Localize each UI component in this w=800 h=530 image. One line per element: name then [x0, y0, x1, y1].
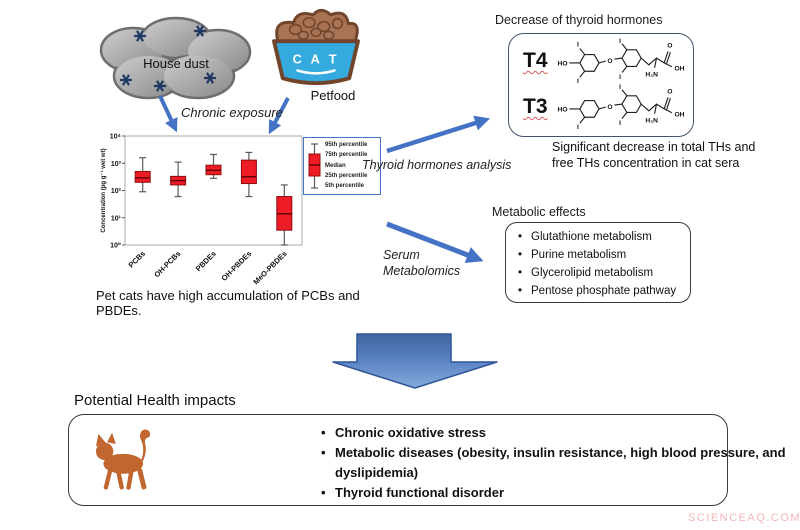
- house-dust-label: House dust: [143, 56, 209, 71]
- atom-label: O: [607, 58, 612, 65]
- atom-label: I: [577, 78, 579, 84]
- big-down-arrow: [332, 333, 498, 389]
- atom-label: I: [577, 124, 579, 130]
- legend-item: 5th percentile: [325, 183, 365, 189]
- thyroid-result-line: Significant decrease in total THs and: [552, 140, 756, 154]
- atom-label: O: [607, 104, 612, 111]
- y-tick-label: 10²: [111, 188, 122, 195]
- t3-row: T3 HO: [511, 84, 691, 130]
- t4-row: T4: [511, 38, 691, 84]
- box: [240, 159, 257, 185]
- cat-bowl-text: C A T: [293, 53, 340, 67]
- thyroid-box: T4: [508, 33, 694, 137]
- health-heading: Potential Health impacts: [74, 392, 236, 409]
- legend-boxplot-glyph: [308, 143, 321, 189]
- bowl-smile: [296, 69, 336, 75]
- serum-label-line: Serum: [383, 248, 420, 262]
- y-tick-label: 10⁰: [110, 242, 121, 250]
- health-item: Thyroid functional disorder: [319, 483, 800, 503]
- plot-area: [124, 135, 303, 246]
- health-box: Chronic oxidative stress Metabolic disea…: [68, 414, 786, 506]
- atom-label: H₂N: [645, 117, 658, 124]
- x-category-label: OH-PCBs: [152, 249, 182, 279]
- petfood-bowl: C A T: [272, 8, 360, 86]
- t4-label: T4: [523, 49, 548, 72]
- thyroid-result: Significant decrease in total THs and fr…: [552, 139, 792, 171]
- cat-icon: [95, 429, 151, 490]
- legend-item: 25th percentile: [325, 172, 368, 179]
- atom-label: I: [619, 84, 621, 91]
- chart-legend: 95th percentile 75th percentile Median 2…: [303, 137, 381, 195]
- thyroid-result-line: free THs concentration in cat sera: [552, 156, 740, 170]
- chronic-exposure-label: Chronic exposure: [181, 105, 283, 120]
- x-category-label: MeO-PBDEs: [251, 249, 288, 286]
- metabolic-heading: Metabolic effects: [492, 205, 586, 219]
- bowl-body: [272, 39, 360, 86]
- atom-label: I: [577, 42, 579, 49]
- t3-label: T3: [523, 95, 548, 118]
- metabolic-item: Glycerolipid metabolism: [516, 264, 684, 282]
- atom-label: I: [619, 120, 621, 127]
- house-dust-cloud: [99, 16, 252, 100]
- petfood-label: Petfood: [310, 88, 356, 103]
- t4-structure: HO I I O I I O OH H₂N: [557, 38, 684, 84]
- legend-item: Median: [325, 162, 346, 169]
- watermark: SCIENCEAQ.COM: [688, 512, 800, 524]
- atom-label: OH: [674, 66, 684, 73]
- legend-item: 95th percentile: [325, 142, 368, 148]
- t3-structure: HO I O I I O OH H₂N: [557, 84, 684, 130]
- metabolic-box: Glutathione metabolism Purine metabolism…: [505, 222, 691, 303]
- health-item: Chronic oxidative stress: [319, 423, 800, 443]
- atom-label: O: [667, 89, 672, 96]
- metabolic-item: Glutathione metabolism: [516, 228, 684, 246]
- chart-caption: Pet cats have high accumulation of PCBs …: [96, 288, 360, 318]
- metabolic-item: Purine metabolism: [516, 246, 684, 264]
- atom-label: I: [619, 74, 621, 81]
- y-axis-label: Concentration (pg g⁻¹ wet wt): [100, 148, 107, 232]
- x-category-label: PCBs: [127, 249, 148, 270]
- metabolic-item: Pentose phosphate pathway: [516, 282, 684, 300]
- y-tick-label: 10³: [111, 161, 122, 168]
- x-category-label: OH-PBDEs: [220, 249, 254, 283]
- serum-metabolomics-label: Serum Metabolomics: [383, 247, 460, 279]
- atom-label: HO: [557, 106, 567, 113]
- y-tick-label: 10¹: [111, 215, 122, 222]
- thyroid-analysis-label: Thyroid hormones analysis: [362, 158, 512, 172]
- atom-label: HO: [557, 60, 567, 67]
- atom-label: OH: [674, 112, 684, 119]
- health-item: Metabolic diseases (obesity, insulin res…: [319, 443, 800, 483]
- atom-label: H₂N: [645, 71, 658, 78]
- atom-label: I: [619, 38, 621, 45]
- y-tick-label: 10⁴: [110, 134, 122, 141]
- thyroid-analysis-arrow: [386, 115, 491, 154]
- box: [134, 170, 151, 183]
- legend-item: 75th percentile: [325, 152, 368, 159]
- thyroid-heading: Decrease of thyroid hormones: [495, 13, 663, 27]
- atom-label: O: [667, 43, 672, 50]
- serum-label-line: Metabolomics: [383, 264, 461, 278]
- x-category-label: PBDEs: [194, 249, 218, 273]
